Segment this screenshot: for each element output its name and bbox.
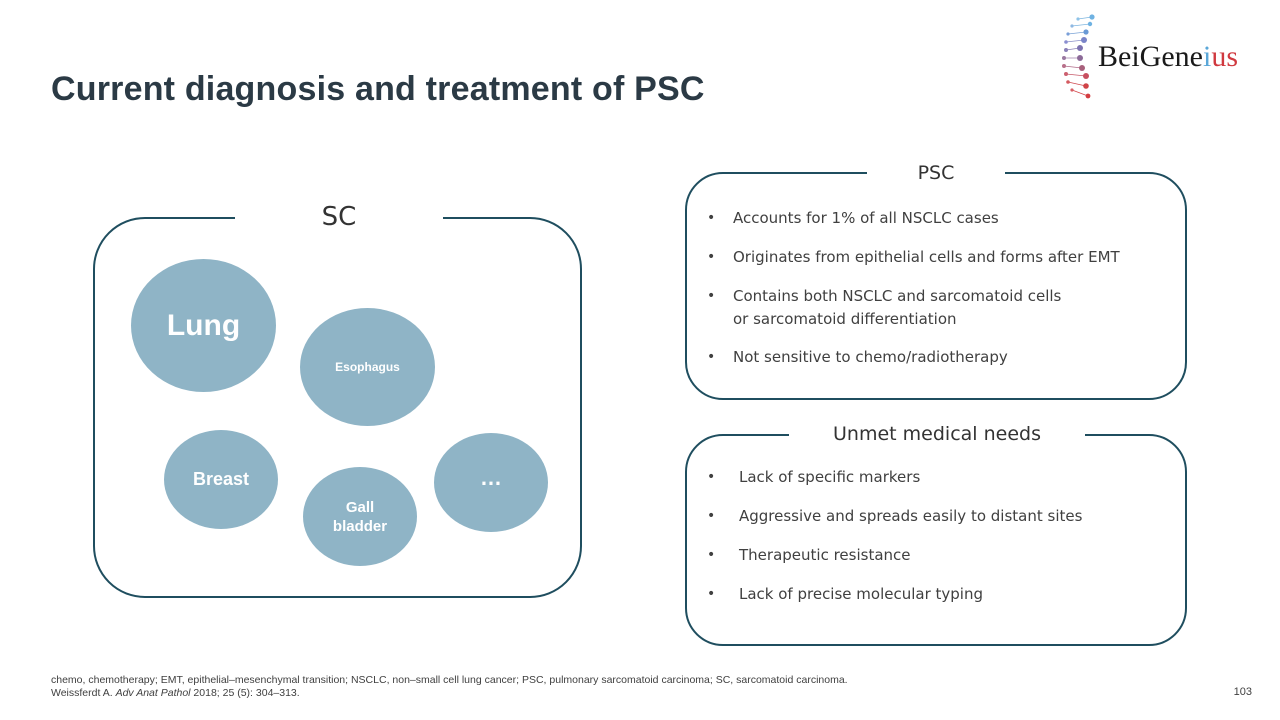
dna-helix-icon xyxy=(1062,14,1095,99)
organ-lung: Lung xyxy=(131,259,276,392)
list-item: • Lack of specific markers xyxy=(707,466,1165,489)
sc-panel: SC Lung Esophagus Breast Gall bladder … xyxy=(93,199,582,598)
logo-text-us: us xyxy=(1211,40,1238,73)
list-item-text: Originates from epithelial cells and for… xyxy=(733,248,1120,266)
bullet-icon: • xyxy=(707,249,716,265)
list-item: • Therapeutic resistance xyxy=(707,544,1165,567)
list-item-text: Not sensitive to chemo/radiotherapy xyxy=(733,348,1008,366)
psc-bullet-list: • Accounts for 1% of all NSCLC cases • Ori… xyxy=(707,207,1165,385)
list-item: • Accounts for 1% of all NSCLC cases xyxy=(707,207,1165,230)
organ-breast: Breast xyxy=(164,430,278,529)
list-item-text: Lack of specific markers xyxy=(739,468,921,486)
bullet-icon: • xyxy=(707,469,716,485)
reference-author: Weissferdt A. xyxy=(51,687,116,699)
organ-more: … xyxy=(434,433,548,532)
list-item: • Contains both NSCLC and sarcomatoid cel… xyxy=(707,285,1165,331)
logo-text: BeiGeneius xyxy=(1098,40,1238,74)
list-item: • Not sensitive to chemo/radiotherapy xyxy=(707,346,1165,369)
sc-panel-title: SC xyxy=(235,199,443,235)
logo-text-main: BeiGene xyxy=(1098,40,1203,73)
list-item-text: Aggressive and spreads easily to distant… xyxy=(739,507,1083,525)
slide-title: Current diagnosis and treatment of PSC xyxy=(51,70,705,108)
unmet-needs-bullet-list: • Lack of specific markers • Aggressive an… xyxy=(707,466,1165,622)
psc-panel-title: PSC xyxy=(867,160,1005,186)
footnote: chemo, chemotherapy; EMT, epithelial–mes… xyxy=(51,674,848,700)
footnote-abbreviations: chemo, chemotherapy; EMT, epithelial–mes… xyxy=(51,674,848,686)
unmet-needs-panel: Unmet medical needs • Lack of specific ma… xyxy=(685,420,1187,646)
bullet-icon: • xyxy=(707,508,716,524)
list-item-text: Therapeutic resistance xyxy=(739,546,911,564)
list-item: • Originates from epithelial cells and fo… xyxy=(707,246,1165,269)
organ-gall-bladder: Gall bladder xyxy=(303,467,417,566)
bullet-icon: • xyxy=(707,288,716,304)
list-item-text: Contains both NSCLC and sarcomatoid cell… xyxy=(733,287,1062,328)
organ-esophagus: Esophagus xyxy=(300,308,435,426)
reference-journal: Adv Anat Pathol xyxy=(115,687,191,699)
page-number: 103 xyxy=(1233,686,1252,698)
bullet-icon: • xyxy=(707,586,716,602)
bullet-icon: • xyxy=(707,210,716,226)
logo-text-i: i xyxy=(1202,40,1212,73)
list-item-text: Lack of precise molecular typing xyxy=(739,585,983,603)
bullet-icon: • xyxy=(707,547,716,563)
footnote-reference: Weissferdt A. Adv Anat Pathol 2018; 25 (… xyxy=(51,687,848,700)
list-item-text: Accounts for 1% of all NSCLC cases xyxy=(733,209,999,227)
bullet-icon: • xyxy=(707,349,716,365)
unmet-needs-panel-title: Unmet medical needs xyxy=(789,420,1085,448)
beigeneius-logo: BeiGeneius xyxy=(1058,14,1268,104)
psc-panel: PSC • Accounts for 1% of all NSCLC cases … xyxy=(685,160,1187,400)
list-item: • Lack of precise molecular typing xyxy=(707,583,1165,606)
list-item: • Aggressive and spreads easily to distan… xyxy=(707,505,1165,528)
reference-details: 2018; 25 (5): 304–313. xyxy=(190,687,300,699)
